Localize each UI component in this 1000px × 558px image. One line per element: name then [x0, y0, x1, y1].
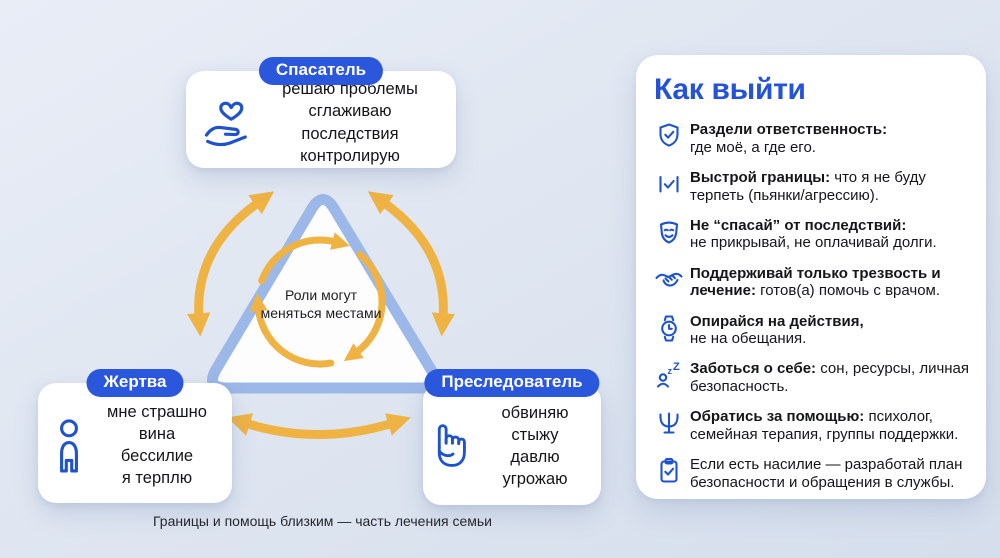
- sleep-icon: z Z: [652, 359, 690, 390]
- person-icon: [48, 415, 90, 475]
- handshake-icon: [652, 264, 690, 295]
- swap-arrow-right: [367, 191, 456, 337]
- swap-arrow-bottom: [227, 413, 411, 439]
- triangle-center-note: Роли могут меняться местами: [260, 287, 382, 322]
- advice-item-boundaries: Выстрой границы: что я не буду терпеть (…: [652, 168, 970, 204]
- role-card-victim: Жертва мне страшно вина бессилие я терпл…: [38, 369, 232, 503]
- advice-item-selfcare: z Z Заботься о себе: сон, ресурсы, лична…: [652, 359, 970, 395]
- pointing-finger-icon: [429, 419, 477, 473]
- role-card-persecutor: Преследователь обвиняю стыжу давлю угрож…: [423, 369, 601, 505]
- psi-icon: [652, 407, 690, 438]
- advice-item-no-rescue: Не “спасай” от последствий: не прикрывай…: [652, 216, 970, 252]
- role-card-text: решаю проблемы сглаживаю последствия кон…: [282, 80, 418, 165]
- panel-title: Как выйти: [654, 73, 806, 106]
- swap-arrow-left: [186, 191, 275, 337]
- hand-heart-icon: [202, 97, 258, 149]
- mask-icon: [652, 216, 690, 247]
- advice-text: Не “спасай” от последствий: не прикрывай…: [690, 216, 937, 252]
- clipboard-check-icon: [652, 455, 690, 486]
- advice-text: Опирайся на действия, не на обещания.: [690, 312, 864, 348]
- advice-item-actions: Опирайся на действия, не на обещания.: [652, 312, 970, 348]
- boundary-check-icon: [652, 168, 690, 199]
- advice-text: Заботься о себе: сон, ресурсы, личная бе…: [690, 360, 970, 396]
- role-card-text: обвиняю стыжу давлю угрожаю: [501, 403, 569, 489]
- advice-text: Обратись за помощью: психолог, семейная …: [690, 408, 959, 443]
- role-pill-victim: Жертва: [86, 369, 184, 397]
- svg-text:z: z: [668, 366, 673, 376]
- advice-text: Раздели ответственность: где моё, а где …: [690, 121, 888, 156]
- advice-item-responsibility: Раздели ответственность: где моё, а где …: [652, 120, 970, 156]
- svg-text:Z: Z: [673, 361, 680, 373]
- advice-text: Поддерживай только трезвость и лечение: …: [690, 264, 941, 300]
- advice-item-sobriety: Поддерживай только трезвость и лечение: …: [652, 264, 970, 300]
- advice-text: Выстрой границы: что я не буду терпеть (…: [690, 168, 926, 204]
- role-card-text: мне страшно вина бессилие я терплю: [107, 402, 207, 488]
- role-pill-persecutor: Преследователь: [424, 369, 600, 397]
- shield-check-icon: [652, 120, 690, 151]
- how-to-exit-panel: Как выйти Раздели ответственность: где м…: [636, 55, 986, 499]
- watch-icon: [652, 312, 690, 343]
- advice-list: Раздели ответственность: где моё, а где …: [652, 120, 970, 492]
- advice-text: Если есть насилие — разработай план безо…: [690, 456, 963, 491]
- footer-caption: Границы и помощь близким — часть лечения…: [152, 513, 493, 529]
- advice-item-violence-plan: Если есть насилие — разработай план безо…: [652, 455, 970, 491]
- role-pill-rescuer: Спасатель: [258, 57, 384, 85]
- role-card-rescuer: Спасатель решаю проблемы сглаживаю после…: [186, 57, 456, 168]
- advice-item-help: Обратись за помощью: психолог, семейная …: [652, 407, 970, 443]
